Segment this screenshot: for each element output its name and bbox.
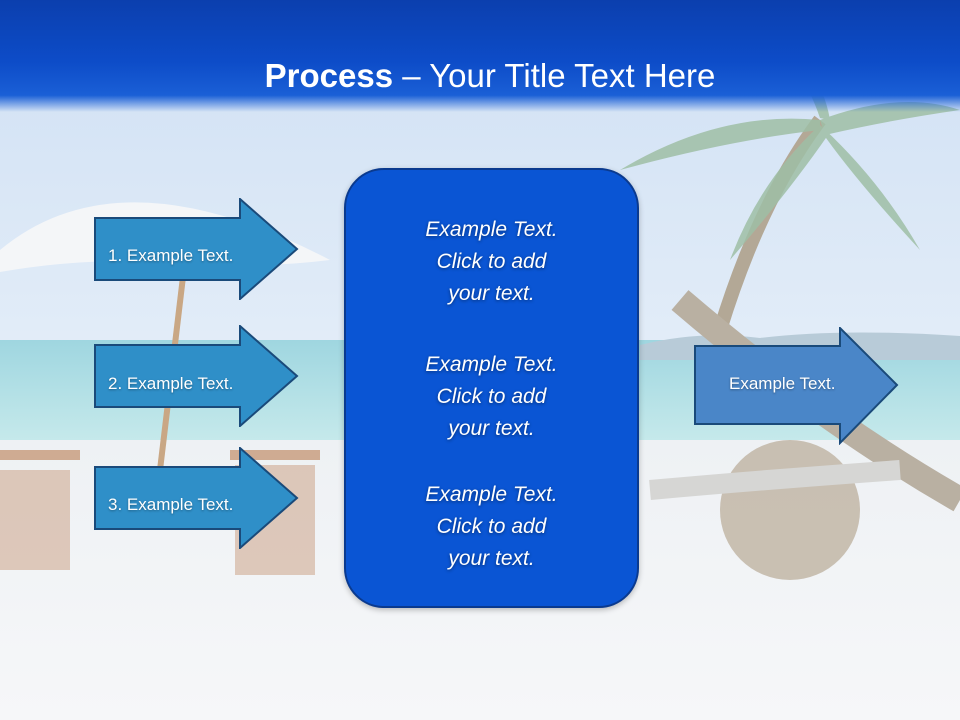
center-paragraph-2-line-1: Example Text. (425, 353, 558, 376)
title-bar (0, 0, 960, 112)
center-paragraph-1-line-2: Click to add (436, 250, 547, 273)
center-paragraph-3-line-3: your text. (448, 547, 535, 570)
title-rest-text: – Your Title Text Here (393, 57, 716, 94)
center-paragraph-2: Example Text. Click to add your text. (346, 349, 637, 445)
slide-title[interactable]: Process – Your Title Text Here (0, 56, 960, 96)
center-paragraph-1-line-3: your text. (448, 282, 535, 305)
result-arrow-label: Example Text. (729, 374, 836, 393)
title-bold-text: Process (264, 57, 394, 94)
center-paragraph-1: Example Text. Click to add your text. (346, 214, 637, 310)
process-step-arrow-1[interactable] (94, 198, 300, 300)
process-step-label-3: 3. Example Text. (108, 495, 234, 514)
result-arrow[interactable] (694, 327, 900, 445)
process-step-arrow-3[interactable] (94, 447, 300, 549)
process-step-label-2: 2. Example Text. (108, 374, 234, 393)
center-paragraph-2-line-2: Click to add (436, 385, 547, 408)
center-paragraph-3-line-1: Example Text. (425, 483, 558, 506)
center-paragraph-1-line-1: Example Text. (425, 218, 558, 241)
center-paragraph-3-line-2: Click to add (436, 515, 547, 538)
process-step-arrow-2[interactable] (94, 325, 300, 427)
center-text-box[interactable]: Example Text. Click to add your text. Ex… (344, 168, 639, 608)
center-paragraph-3: Example Text. Click to add your text. (346, 479, 637, 575)
process-step-label-1: 1. Example Text. (108, 246, 234, 265)
center-paragraph-2-line-3: your text. (448, 417, 535, 440)
